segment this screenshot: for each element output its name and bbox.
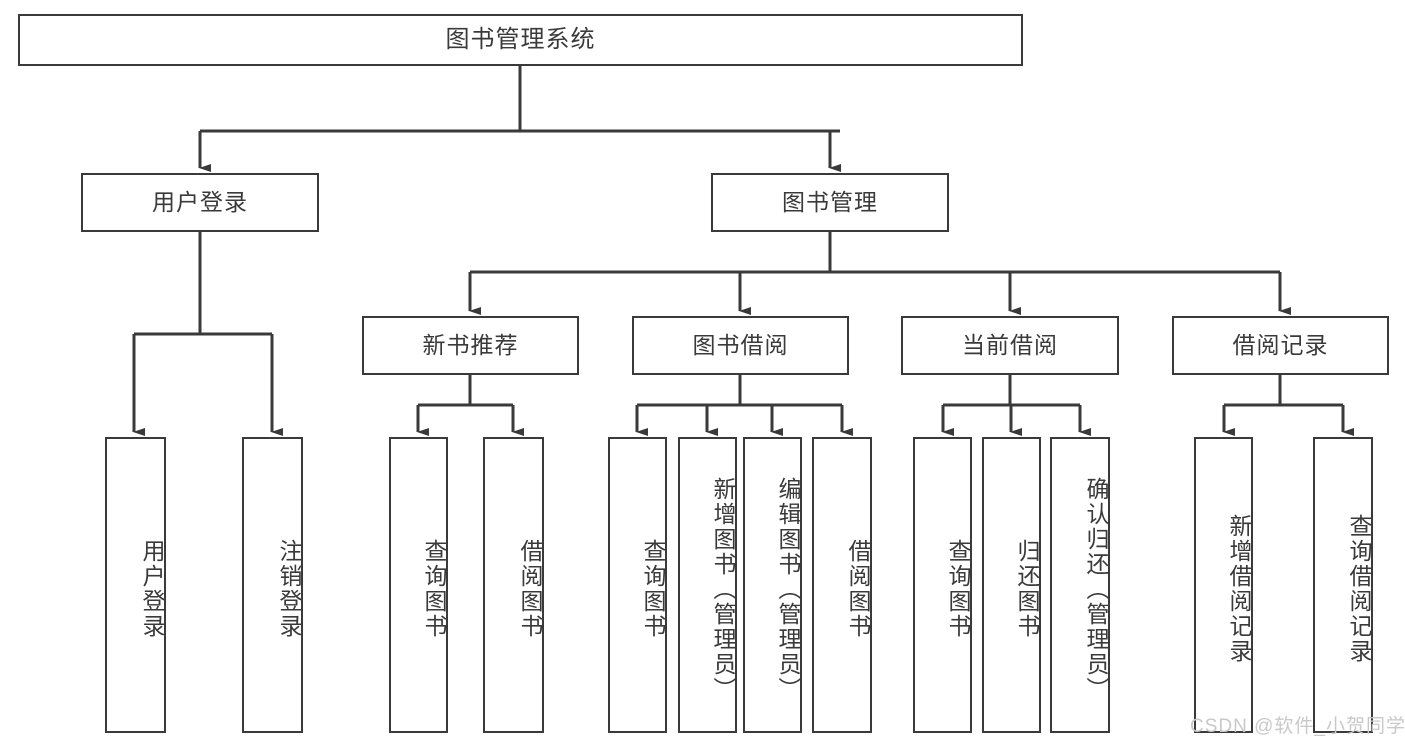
node-leaf-query-book-borrow[interactable]: 查询图书 (608, 437, 667, 733)
node-new-book-recommend[interactable]: 新书推荐 (362, 316, 579, 375)
node-leaf-borrow-book-rec[interactable]: 借阅图书 (483, 437, 544, 733)
node-leaf-borrow-book[interactable]: 借阅图书 (812, 437, 872, 733)
node-leaf-user-login[interactable]: 用户登录 (105, 437, 166, 733)
node-book-borrow[interactable]: 图书借阅 (632, 316, 849, 375)
node-borrow-record[interactable]: 借阅记录 (1172, 316, 1389, 375)
node-leaf-query-record[interactable]: 查询借阅记录 (1313, 437, 1373, 733)
node-leaf-add-book[interactable]: 新增图书（管理员） (678, 437, 737, 733)
node-leaf-query-book-rec[interactable]: 查询图书 (389, 437, 448, 733)
node-current-borrow[interactable]: 当前借阅 (901, 316, 1119, 375)
node-root[interactable]: 图书管理系统 (18, 14, 1023, 66)
node-leaf-edit-book[interactable]: 编辑图书（管理员） (743, 437, 802, 733)
node-leaf-add-record[interactable]: 新增借阅记录 (1194, 437, 1253, 733)
node-book-management[interactable]: 图书管理 (711, 173, 949, 232)
node-leaf-confirm-return[interactable]: 确认归还（管理员） (1050, 437, 1110, 733)
node-leaf-query-book-cur[interactable]: 查询图书 (913, 437, 972, 733)
node-leaf-return-book[interactable]: 归还图书 (982, 437, 1041, 733)
node-leaf-user-logout[interactable]: 注销登录 (242, 437, 303, 733)
node-user-login[interactable]: 用户登录 (81, 173, 319, 232)
watermark: CSDN @软件_小贺同学 (1190, 716, 1405, 737)
